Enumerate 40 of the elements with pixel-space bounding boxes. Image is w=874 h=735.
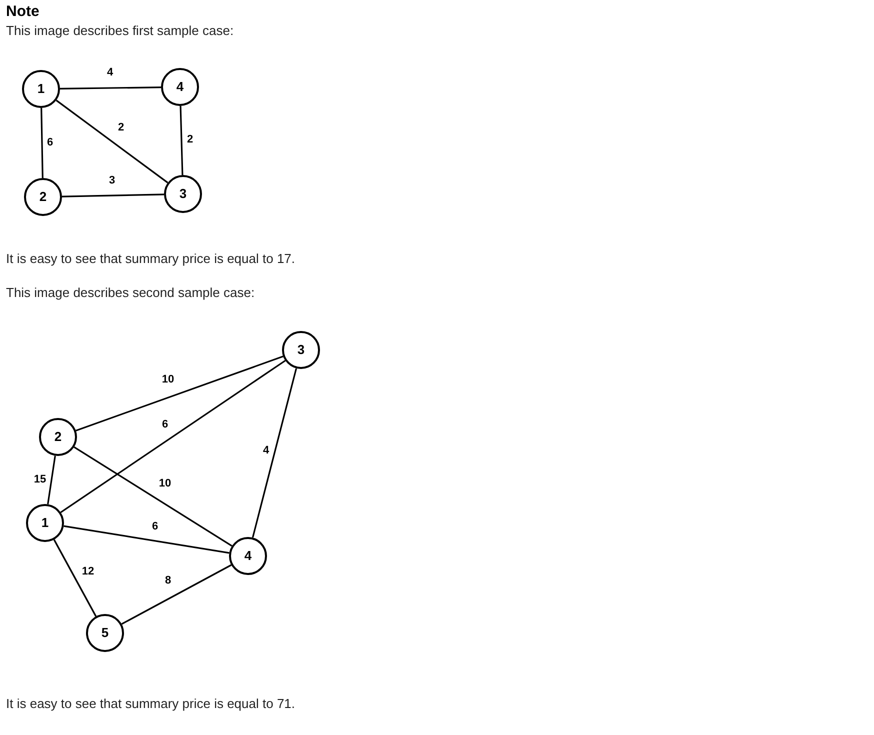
edge-line [60,360,286,514]
graph-vertex: 5 [86,614,124,652]
edge-label: 2 [186,134,194,146]
edge-line [76,356,284,432]
edge-line [53,539,97,617]
heading: Note [6,2,40,22]
edge-line [74,446,232,547]
edge-line [180,106,184,176]
edge-label: 4 [106,68,114,78]
edge-label: 6 [160,420,170,430]
description-text: This image describes second sample case: [6,284,255,302]
description-text: It is easy to see that summary price is equal to 17. [6,250,296,268]
description-text: This image describes first sample case: [6,22,234,40]
edge-line [62,194,164,198]
edge-label: 6 [46,138,54,148]
graph-vertex: 2 [39,418,77,456]
edge-label: 15 [32,474,48,486]
graph-vertex: 1 [22,70,60,108]
graph-vertex: 3 [164,175,202,213]
edge-label: 2 [116,122,126,134]
graph-vertex: 4 [229,537,267,575]
graph-vertex: 1 [26,504,64,542]
edge-label: 12 [80,566,96,578]
edge-line [60,86,162,90]
edge-label: 10 [158,478,172,490]
edge-label: 6 [150,522,160,532]
edge-line [252,368,298,538]
edge-label: 3 [108,176,116,186]
edge-line [64,525,230,554]
graph-vertex: 4 [161,68,199,106]
edge-label: 8 [164,576,172,586]
graph-vertex: 2 [24,178,62,216]
edge-line [40,108,44,178]
edge-label: 10 [160,374,176,386]
graph-vertex: 3 [282,331,320,369]
edge-label: 4 [262,446,270,456]
description-text: It is easy to see that summary price is equal to 71. [6,695,296,713]
edge-line [121,564,232,625]
edge-line [47,456,56,504]
edge-line [56,100,168,184]
